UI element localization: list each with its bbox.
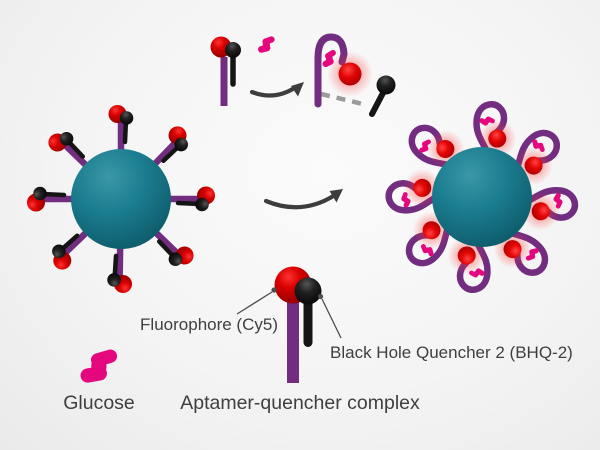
quencher-dot [225, 42, 241, 58]
legend-glucose-molecule [78, 347, 121, 384]
released-quencher [369, 75, 396, 117]
legend-aptamer-quencher-complex [236, 266, 342, 383]
glucose-molecule [256, 35, 277, 54]
pointer-dot [317, 293, 324, 300]
fluorophore-dot [338, 62, 362, 86]
fluorophore-pointer-line [236, 291, 273, 315]
quencher-label: Black Hole Quencher 2 (BHQ-2) [330, 343, 573, 362]
nanoparticle-core [71, 149, 171, 249]
aptamer-strand [287, 294, 299, 383]
fluorophore-label: Fluorophore (Cy5) [140, 315, 278, 334]
nanoparticle-fluorescing [388, 102, 576, 291]
quencher-pointer-line [321, 298, 342, 339]
quencher-dot [376, 75, 396, 95]
arrow-shaft [249, 84, 299, 98]
aptamer-complex-label: Aptamer-quencher complex [180, 392, 420, 414]
aptamer-hairpin-strand [314, 33, 348, 108]
glucose-bound-hairpin [314, 33, 396, 117]
reaction-arrow-small [249, 82, 304, 98]
glucose-label: Glucose [63, 392, 135, 414]
quencher-stick [369, 88, 387, 117]
pointer-dot [271, 287, 277, 293]
nanoparticle-core [432, 147, 532, 247]
free-aptamer-quencher-complex [210, 36, 241, 106]
arrow-shaft [263, 192, 338, 210]
quencher-dot [294, 277, 322, 305]
nanoparticle-quenched [27, 105, 215, 293]
release-dashed-line [320, 91, 368, 108]
arrow-head-icon [329, 189, 343, 203]
reaction-arrow-main [263, 189, 343, 210]
quencher-stick [303, 296, 313, 347]
arrow-head-icon [291, 82, 304, 97]
